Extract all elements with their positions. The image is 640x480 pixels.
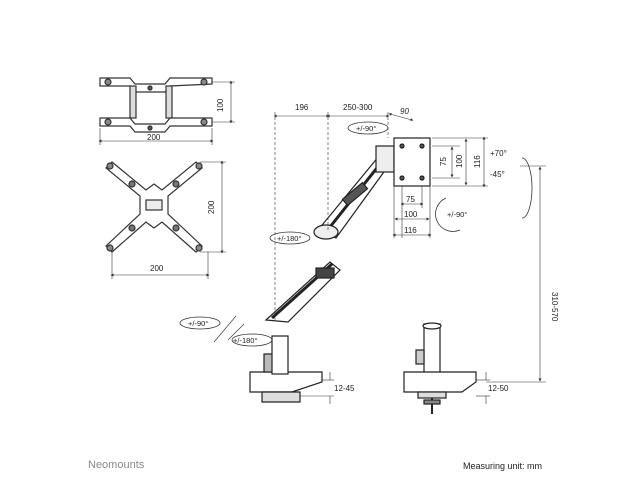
large-plate-height-label: 200	[207, 200, 216, 214]
vesa-w100-label: 100	[404, 210, 418, 219]
vesa-w75-label: 75	[406, 195, 415, 204]
depth-90-label: 90	[400, 107, 409, 116]
rotation-mid-label: +/-180°	[277, 234, 301, 243]
rotation-base2-label: +/-180°	[233, 336, 257, 345]
brand-logo: Neomounts	[88, 459, 145, 471]
vesa-h116-label: 116	[473, 155, 482, 168]
rotation-arrows	[179, 121, 533, 347]
reach-250-300-label: 250-300	[343, 103, 373, 112]
large-plate-width-label: 200	[150, 264, 164, 273]
measuring-unit-note: Measuring unit: mm	[463, 461, 543, 471]
height-range-label: 310-570	[550, 292, 559, 322]
monitor-arm-grommet	[403, 322, 477, 414]
clamp-range-label: 12-45	[334, 384, 355, 393]
rotation-side-label: +/-90°	[447, 210, 467, 219]
grommet-range-label: 12-50	[488, 384, 509, 393]
vesa-h75-label: 75	[439, 157, 448, 166]
rotation-top-label: +/-90°	[356, 124, 376, 133]
monitor-arm-extended	[249, 137, 431, 403]
tilt-up-label: +70°	[490, 149, 507, 158]
small-plate-dimensions	[98, 80, 235, 145]
small-plate-height-label: 100	[216, 98, 225, 112]
tilt-down-label: -45°	[490, 170, 505, 179]
vesa-h100-label: 100	[455, 154, 464, 168]
vesa-w116-label: 116	[404, 226, 417, 235]
small-plate-width-label: 200	[147, 133, 161, 142]
large-adapter-plate	[105, 161, 203, 253]
arm-dimension-lines	[213, 112, 546, 404]
reach-196-label: 196	[295, 103, 309, 112]
rotation-base-label: +/-90°	[188, 319, 208, 328]
large-plate-dimensions	[110, 160, 226, 279]
small-adapter-plate	[99, 77, 213, 133]
